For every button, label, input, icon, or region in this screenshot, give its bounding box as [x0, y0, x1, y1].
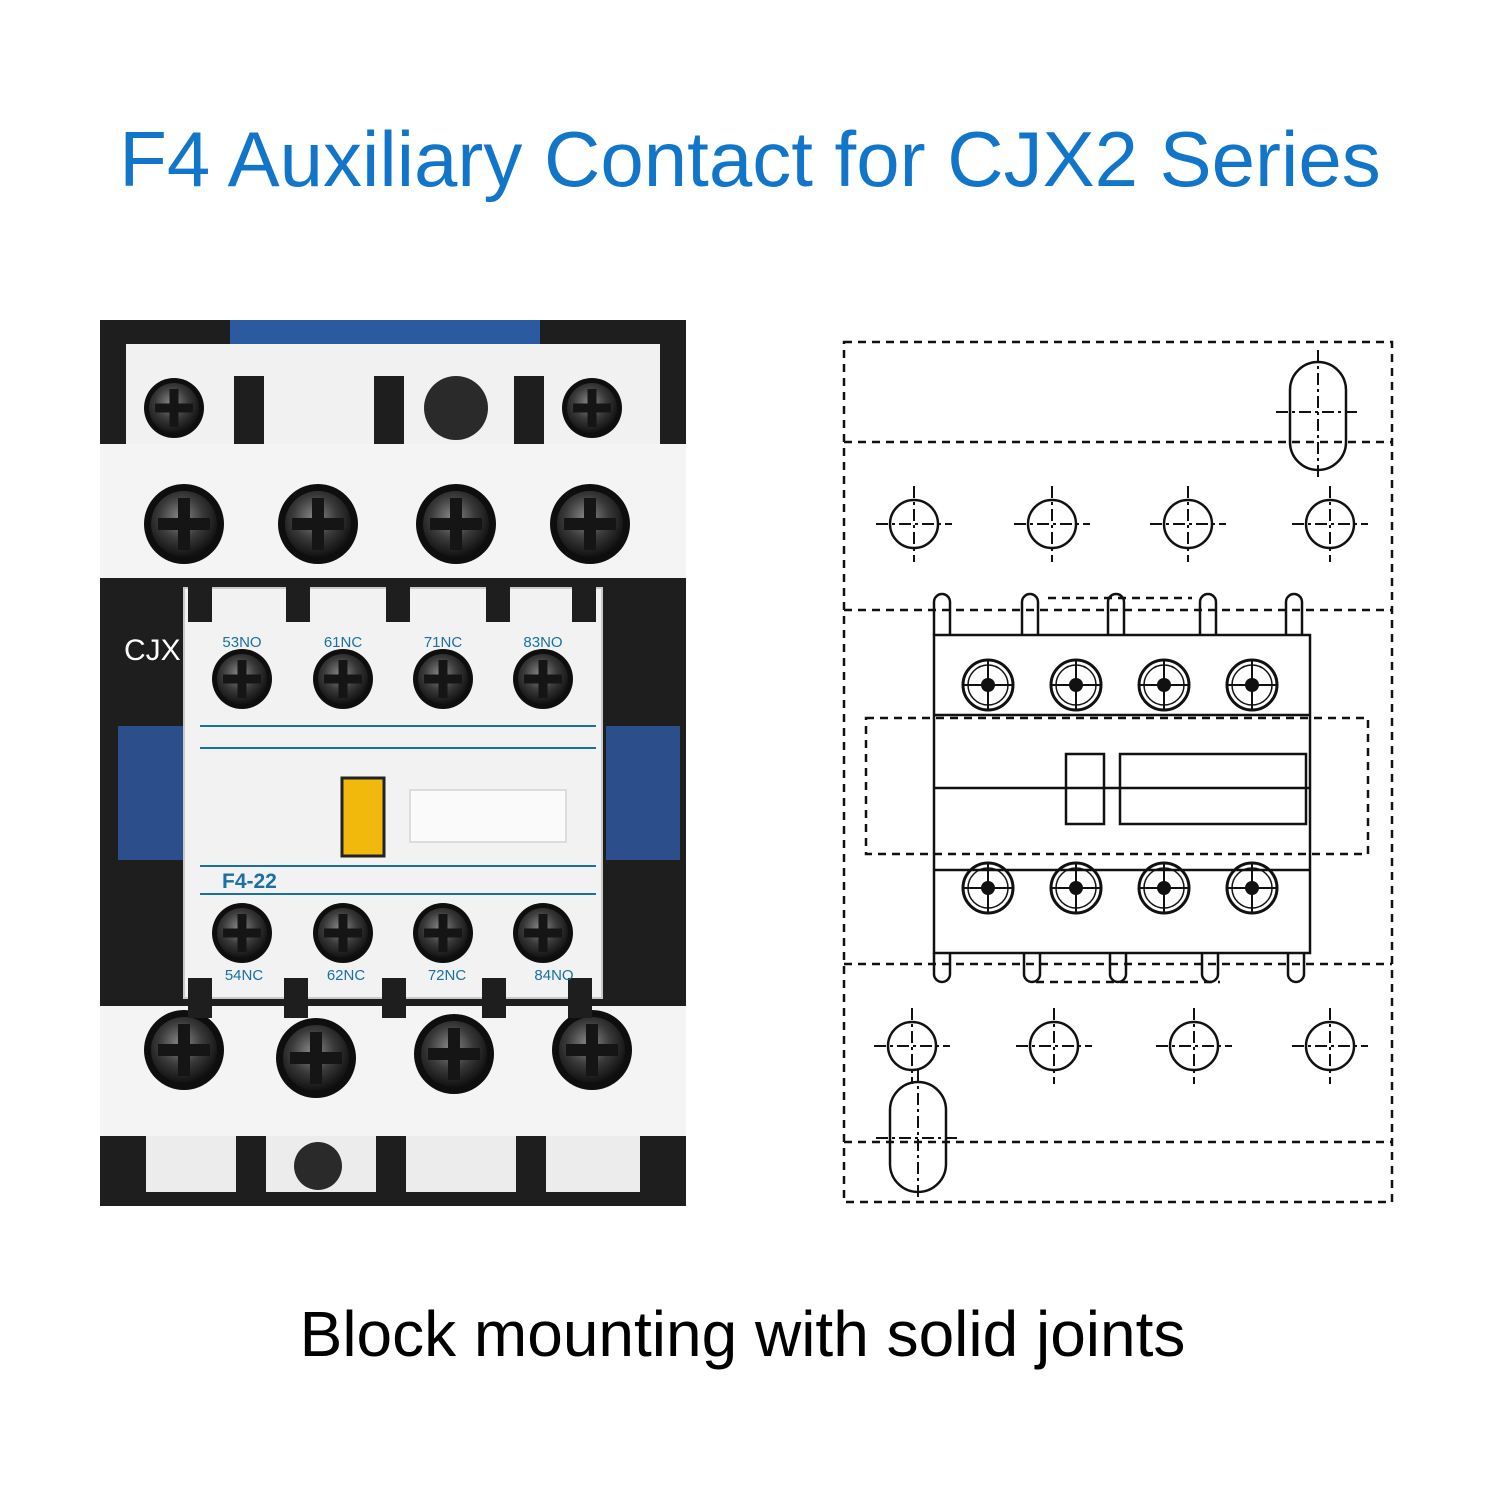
coil-terminal-screw-icon — [144, 378, 204, 438]
status-indicator-icon — [340, 776, 386, 858]
terminal-label: 54NC — [225, 967, 264, 984]
mounting-hole-crosshair-icon — [1012, 484, 1092, 564]
terminal-label: 72NC — [428, 967, 467, 984]
aux-terminal-screw-icon — [313, 903, 373, 963]
page-caption: Block mounting with solid joints — [299, 1298, 1186, 1370]
contactor-body-label: CJX — [124, 634, 181, 667]
auxiliary-contact-block: 53NO 61NC 71NC 83NO F4-22 54NC 62NC 72NC… — [183, 586, 603, 1018]
aux-model-label: F4-22 — [222, 870, 277, 893]
main-terminal-screw-icon — [276, 1018, 356, 1098]
terminal-label: 53NO — [222, 634, 261, 651]
mounting-hole-crosshair-icon — [1290, 1006, 1370, 1086]
page-title: F4 Auxiliary Contact for CJX2 Series — [119, 115, 1381, 203]
mounting-hole-crosshair-icon — [1148, 484, 1228, 564]
aux-terminal-screw-icon — [413, 649, 473, 709]
terminal-label: 61NC — [324, 634, 363, 651]
main-terminal-screw-icon — [144, 484, 224, 564]
mounting-hole-crosshair-icon — [872, 1006, 952, 1086]
terminal-label: 62NC — [327, 967, 366, 984]
aux-terminal-screw-icon — [413, 903, 473, 963]
contactor-photo: CJX 53NO 61NC 71NC 83NO — [100, 320, 686, 1206]
main-terminal-screw-icon — [278, 484, 358, 564]
aux-terminal-screw-icon — [513, 903, 573, 963]
mounting-hole-crosshair-icon — [874, 484, 954, 564]
main-terminal-screw-icon — [552, 1010, 632, 1090]
aux-terminal-screw-icon — [212, 649, 272, 709]
aux-terminal-screw-icon — [313, 649, 373, 709]
main-terminal-screw-icon — [144, 1010, 224, 1090]
mounting-hole-crosshair-icon — [1154, 1006, 1234, 1086]
main-terminal-screw-icon — [414, 1014, 494, 1094]
main-terminal-screw-icon — [416, 484, 496, 564]
main-terminal-screw-icon — [550, 484, 630, 564]
terminal-label: 84NO — [534, 967, 573, 984]
mounting-hole-crosshair-icon — [1290, 484, 1370, 564]
coil-terminal-screw-icon — [562, 378, 622, 438]
auxiliary-block-outline — [864, 592, 1370, 984]
aux-terminal-screw-icon — [513, 649, 573, 709]
mounting-hole-crosshair-icon — [1014, 1006, 1094, 1086]
aux-terminal-screw-icon — [212, 903, 272, 963]
contactor-outline — [842, 340, 1394, 1204]
terminal-label: 83NO — [523, 634, 562, 651]
terminal-label: 71NC — [424, 634, 463, 651]
mounting-diagram — [842, 340, 1394, 1204]
